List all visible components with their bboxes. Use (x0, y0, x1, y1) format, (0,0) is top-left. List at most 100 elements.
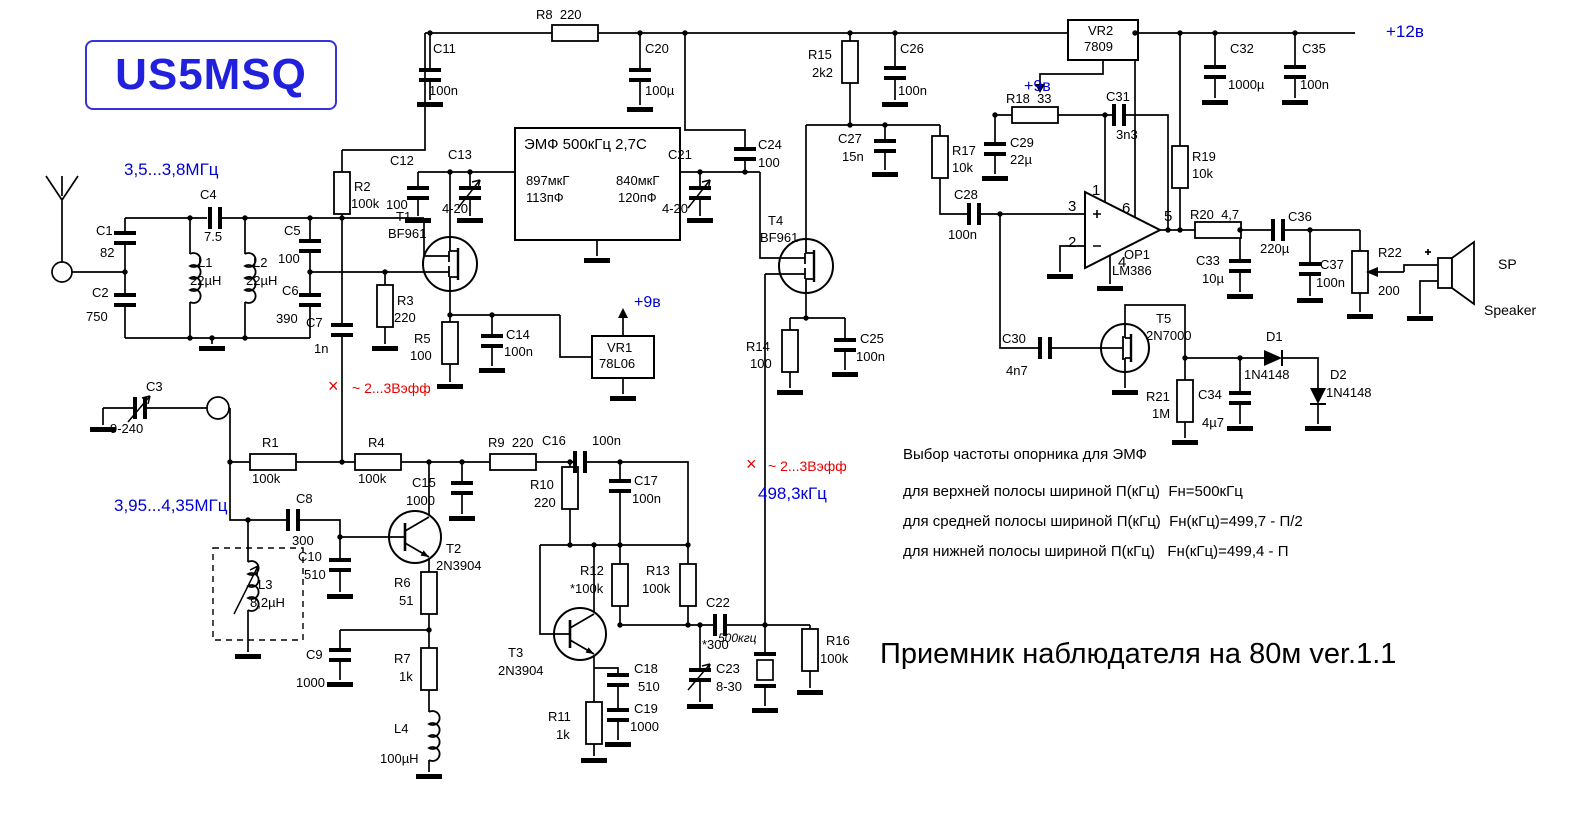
notes-block: Выбор частоты опорника для ЭМФ для верхн… (903, 446, 1303, 573)
component-label: R3 (397, 293, 414, 308)
signal-level-label: ~ 2...3Вэфф (768, 458, 847, 474)
capacitor-c7 (331, 323, 353, 337)
resistor-r1 (249, 453, 297, 471)
component-label: 22µ (1010, 152, 1032, 167)
capacitor-c10 (329, 558, 351, 572)
callsign-box: US5MSQ (85, 40, 337, 110)
resistor-r8 (551, 24, 599, 42)
supply-12v-label: +12в (1386, 22, 1424, 41)
component-label: D1 (1266, 329, 1283, 344)
component-label: 100 (410, 348, 432, 363)
speaker-icon (1437, 240, 1475, 306)
component-label: R6 (394, 575, 411, 590)
capacitor-c4 (208, 207, 222, 229)
notes-line: для нижней полосы шириной П(кГц) Fн(кГц)… (903, 543, 1289, 560)
component-label: 4-20 (442, 201, 469, 216)
transistor-t2-2n3904 (387, 509, 443, 565)
capacitor-c27 (874, 139, 896, 153)
transistor-t5-2n7000 (1099, 322, 1151, 374)
capacitor-c37 (1299, 262, 1321, 276)
component-label: 22µН (246, 273, 278, 288)
component-label: 220 (394, 310, 416, 325)
capacitor-c12 (407, 186, 429, 200)
component-label: 4µ7 (1202, 415, 1224, 430)
component-label: 100k (358, 471, 387, 486)
component-label: Speaker (1484, 302, 1537, 318)
component-label: C1 (96, 223, 113, 238)
component-label: 120пФ (618, 190, 657, 205)
supply-arrow-icon (618, 308, 628, 318)
antenna-connector (51, 261, 73, 283)
component-label: T3 (508, 645, 524, 660)
diodes (1264, 350, 1326, 405)
resistor-r10 (561, 466, 579, 510)
resistor-r3 (376, 284, 394, 328)
component-label: 9-240 (110, 421, 144, 436)
component-label: L1 (198, 255, 213, 270)
component-label: R10 (530, 477, 554, 492)
diode-d2 (1310, 388, 1326, 404)
component-label: 10k (1192, 166, 1213, 181)
component-label: R15 (808, 47, 832, 62)
component-label: 100n (429, 83, 458, 98)
component-label: 2N3904 (498, 663, 544, 678)
capacitor-c18 (607, 673, 629, 687)
component-label: R9 220 (488, 435, 534, 450)
component-label: 100n (898, 83, 927, 98)
component-label: C22 (706, 595, 730, 610)
component-label: OP1 (1124, 247, 1151, 262)
component-label: R1 (262, 435, 279, 450)
component-label: R13 (646, 563, 670, 578)
component-label: 100n (504, 344, 533, 359)
capacitor-c34 (1229, 391, 1251, 405)
resistor-r21 (1176, 379, 1194, 423)
component-label: 1k (556, 727, 570, 742)
resistor-r5 (441, 321, 459, 365)
component-label: VR1 (607, 340, 633, 355)
component-label: *300 (702, 637, 729, 652)
resistor-r15 (841, 40, 859, 84)
component-label: R21 (1146, 389, 1170, 404)
component-label: 8,2µН (250, 595, 285, 610)
component-label: C11 (433, 41, 456, 56)
capacitor-c24 (734, 147, 756, 161)
regulator-vr2-box (1067, 19, 1139, 61)
component-label: C28 (954, 187, 978, 202)
supply-9v-label: +9в (1024, 78, 1051, 95)
component-label: C34 (1198, 387, 1222, 402)
component-label: 390 (276, 311, 298, 326)
resistor-r2 (333, 171, 351, 215)
component-label: C2 (92, 285, 109, 300)
component-label: C18 (634, 661, 658, 676)
injection-marker: × (746, 454, 757, 474)
component-label: 10µ (1202, 271, 1224, 286)
component-label: C29 (1010, 135, 1034, 150)
component-label: T2 (446, 541, 462, 556)
component-label: C14 (506, 327, 530, 342)
component-label: 7809 (1084, 39, 1113, 54)
component-label: 200 (1378, 283, 1400, 298)
resistor-r4 (354, 453, 402, 471)
component-label: 82 (100, 245, 115, 260)
component-label: 897мкГ (526, 173, 570, 188)
component-label: 1M (1152, 406, 1171, 421)
component-label: 1000 (406, 493, 435, 508)
component-label: C4 (200, 187, 217, 202)
component-label: R16 (826, 633, 850, 648)
capacitor-c31 (1112, 104, 1126, 126)
component-label: R7 (394, 651, 411, 666)
l1-coil (188, 252, 202, 304)
component-label: T4 (768, 213, 784, 228)
component-label: 100µН (380, 751, 419, 766)
resistor-r11 (585, 701, 603, 745)
resistor-r22 (1351, 250, 1369, 294)
opamp-pin: 5 (1164, 208, 1173, 225)
component-label: R12 (580, 563, 604, 578)
capacitor-c32 (1204, 65, 1226, 79)
component-label: 1000 (630, 719, 659, 734)
capacitor-c17 (609, 479, 631, 493)
component-label: 2k2 (812, 65, 833, 80)
crystal-500khz (754, 652, 776, 688)
component-label: 510 (304, 567, 326, 582)
